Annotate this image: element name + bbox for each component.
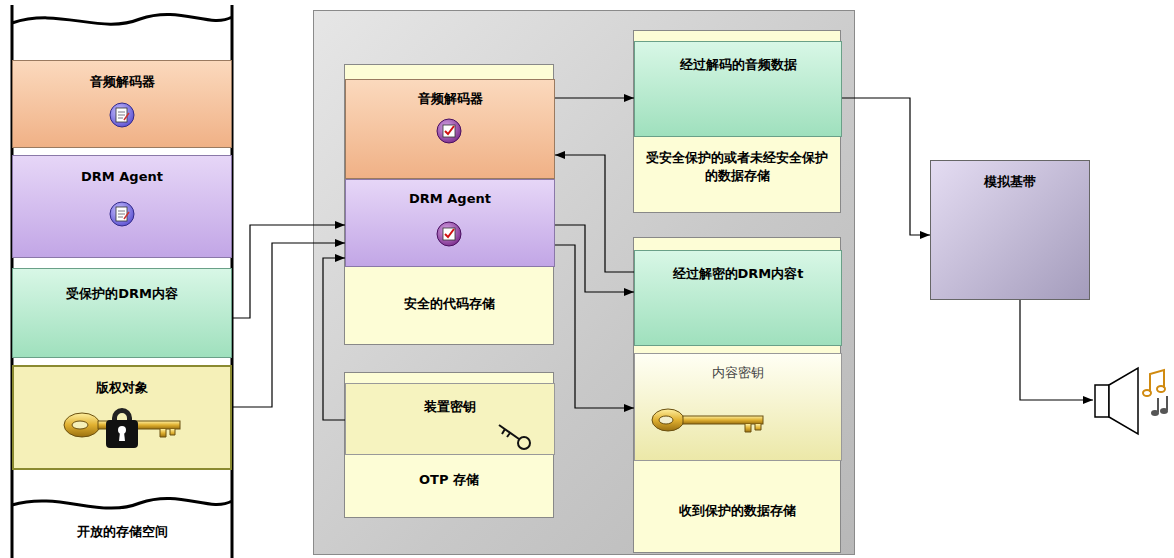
decoded-audio-box: 经过解码的音频数据: [634, 41, 842, 137]
check-icon: [437, 119, 461, 143]
data-storage: 受安全保护的或者未经安全保护的数据存储 经过解码的音频数据: [633, 30, 841, 213]
decrypted-content-box: 经过解密的DRM内容t: [634, 250, 842, 346]
connector: [842, 98, 930, 235]
speaker-icon: [1095, 368, 1138, 434]
connector: [555, 245, 634, 408]
drm-agent-box: DRM Agent: [345, 179, 555, 267]
protected-content-box: 受保护的DRM内容: [12, 268, 232, 358]
analog-baseband-box: 模拟基带: [930, 160, 1090, 300]
secure-code-storage: 安全的代码存储音频解码器 DRM Agent: [344, 64, 554, 345]
music-notes-icon: [1143, 370, 1168, 416]
node-label: 受安全保护的或者未经安全保护的数据存储: [634, 149, 840, 185]
protected-data-storage: 收到保护的数据存储经过解密的DRM内容t 内容密钥: [633, 237, 841, 553]
node-label: 开放的存储空间: [10, 523, 234, 541]
connector: [555, 155, 634, 272]
rights-object-box: 版权对象: [12, 365, 232, 470]
node-label: 装置密钥: [346, 398, 554, 416]
document-icon: [110, 202, 134, 226]
node-label: 内容密钥: [635, 364, 841, 382]
node-label: 经过解码的音频数据: [635, 56, 841, 74]
connector: [555, 225, 634, 292]
check-icon: [437, 222, 461, 246]
document-icon: [110, 103, 134, 127]
node-label: 版权对象: [14, 379, 230, 397]
node-label: 模拟基带: [931, 173, 1089, 191]
node-label: DRM Agent: [13, 168, 231, 186]
content-key-icon: [652, 409, 763, 432]
drm-agent-box: DRM Agent: [12, 155, 232, 258]
node-label: OTP 存储: [345, 471, 553, 489]
audio-decoder-box: 音频解码器: [345, 79, 555, 179]
content-key-box: 内容密钥: [634, 353, 842, 461]
otp-storage: OTP 存储装置密钥: [344, 372, 554, 518]
node-label: 经过解密的DRM内容t: [635, 265, 841, 283]
open-storage-region: 开放的存储空间音频解码器 DRM Agent 受保护的DRM内容版权对象: [10, 5, 234, 558]
node-label: 音频解码器: [346, 90, 554, 108]
audio-wire: [1020, 300, 1093, 400]
node-label: 安全的代码存储: [345, 295, 553, 313]
audio-decoder-box: 音频解码器: [12, 60, 232, 148]
connector: [323, 258, 345, 420]
key-lock-icon: [64, 408, 180, 448]
connector: [232, 243, 345, 407]
node-label: 受保护的DRM内容: [13, 285, 231, 303]
connector: [232, 225, 345, 318]
node-label: 音频解码器: [13, 73, 231, 91]
node-label: DRM Agent: [346, 190, 554, 208]
device-key-icon: [499, 425, 530, 449]
connector: [555, 97, 634, 98]
node-label: 收到保护的数据存储: [634, 502, 840, 520]
device-key-box: 装置密钥: [345, 383, 555, 455]
